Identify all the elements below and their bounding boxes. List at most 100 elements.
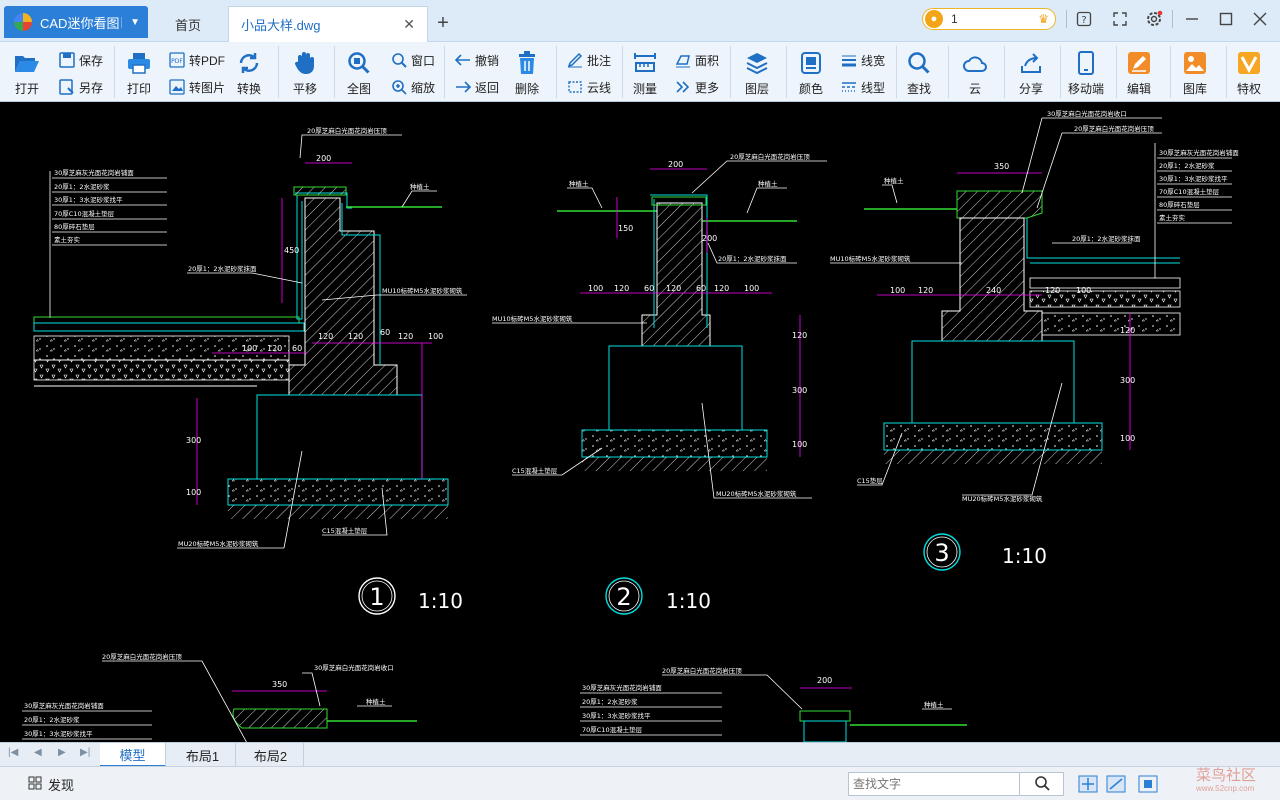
pan-button[interactable]: 平移 [292,50,318,97]
app-menu-tab[interactable]: CAD迷你看图 ▼ [4,6,148,38]
save-as-icon [58,78,76,96]
open-button[interactable]: 打开 [14,50,40,97]
dimension-label: 120 [1045,286,1060,295]
save-as-button[interactable]: 另存 [58,78,103,96]
tab-layout-1-label: 布局1 [185,748,220,764]
ortho-icon[interactable] [1104,773,1128,795]
delete-button[interactable]: 删除 [514,50,540,97]
annotation-label: 种植土 [924,700,944,709]
find-text-input[interactable] [848,772,1020,796]
line-width-button[interactable]: 线宽 [840,51,885,69]
tab-drawing[interactable]: 小品大样.dwg ✕ [228,6,428,42]
paving-label: 30厚芝麻灰光面花岗岩铺面 [54,168,134,177]
annotation-label: 30厚芝麻白光面花岗岩收口 [1047,109,1127,118]
detail-number: 2 [616,583,631,611]
line-type-button[interactable]: 线型 [840,78,885,96]
pdf-icon: PDF [168,51,186,69]
detail-4: 30厚芝麻灰光面花岗岩铺面 20厚1：2水泥砂浆 30厚1：3水泥砂浆找平 20… [22,652,417,742]
hand-icon [292,50,318,76]
dimension-label: 200 [668,160,683,169]
new-tab-button[interactable]: + [437,12,449,34]
dimension-label: 120 [1120,326,1135,335]
discover-button[interactable]: 发现 [28,775,74,794]
fullscreen-icon[interactable] [1104,6,1136,32]
chevron-down-icon[interactable]: ▼ [121,16,140,28]
dimension-label: 200 [817,676,832,685]
detail-marker-1: 1 1:10 [358,577,463,615]
zoom-button[interactable]: 缩放 [390,78,435,96]
privilege-label: 特权 [1236,82,1261,96]
drawing-canvas[interactable]: 30厚芝麻灰光面花岗岩铺面 20厚1：2水泥砂浆 30厚1：3水泥砂浆找平 70… [2,103,1278,742]
to-image-label: 转图片 [189,80,226,95]
last-page-icon[interactable]: ▶| [80,747,91,758]
cloud-button[interactable]: 云 [962,50,988,97]
double-chevron-icon [674,78,692,96]
discover-label: 发现 [48,778,75,793]
next-page-icon[interactable]: ▶ [58,747,66,758]
to-pdf-button[interactable]: PDF 转PDF [168,51,225,69]
dimension-label: 120 [666,284,681,293]
help-icon[interactable]: ? [1068,6,1100,32]
printer-icon [126,50,152,76]
window-zoom-button[interactable]: 窗口 [390,51,435,69]
tab-home[interactable]: 首页 [150,6,226,42]
more-button[interactable]: 更多 [674,78,719,96]
dimension-label: 300 [186,436,201,445]
undo-button[interactable]: 撤销 [454,51,499,69]
fit-all-button[interactable]: 全图 [346,50,372,97]
area-button[interactable]: 面积 [674,51,719,69]
annotation-label: C15混凝土垫层 [512,466,558,475]
dimension-label: 60 [696,284,706,293]
dimension-label: 60 [292,344,302,353]
ruler-icon [632,50,658,76]
mobile-button[interactable]: 移动端 [1068,50,1104,97]
user-account[interactable]: ● 1 ♛ [922,8,1056,30]
first-page-icon[interactable]: |◀ [8,747,19,758]
close-tab-icon[interactable]: ✕ [403,16,415,32]
viewport-icon[interactable] [1136,773,1160,795]
detail-number: 1 [369,583,384,611]
annotate-button[interactable]: 批注 [566,51,611,69]
window-zoom-label: 窗口 [411,53,436,68]
privilege-button[interactable]: 特权 [1236,50,1262,97]
svg-text:?: ? [1081,15,1086,26]
prev-page-icon[interactable]: ◀ [34,747,42,758]
tab-layout-2[interactable]: 布局2 [238,743,304,767]
print-label: 打印 [126,82,151,96]
cloud-line-icon [566,78,584,96]
annotation-label: 种植土 [884,176,904,185]
snap-icon[interactable] [1076,773,1100,795]
tab-layout-1[interactable]: 布局1 [170,743,236,767]
layers-icon [744,50,770,76]
to-pdf-label: 转PDF [189,53,226,68]
minimize-icon[interactable] [1176,6,1208,32]
measure-button[interactable]: 测量 [632,50,658,97]
find-label: 查找 [906,82,931,96]
find-text-button[interactable] [1020,772,1064,796]
app-logo-icon [14,13,32,31]
maximize-icon[interactable] [1210,6,1242,32]
paving-label: 30厚芝麻灰光面花岗岩铺面 [24,701,104,710]
layers-label: 图层 [744,82,769,96]
to-image-button[interactable]: 转图片 [168,78,225,96]
gallery-button[interactable]: 图库 [1182,50,1208,97]
dimension-label: 100 [744,284,759,293]
convert-button[interactable]: 转换 [236,50,262,97]
divider [1170,46,1171,98]
cloud-line-button[interactable]: 云线 [566,78,611,96]
find-button[interactable]: 查找 [906,50,932,97]
save-button[interactable]: 保存 [58,51,103,69]
close-window-icon[interactable] [1244,6,1276,32]
print-button[interactable]: 打印 [126,50,152,97]
paving-label: 30厚1：3水泥砂浆找平 [1159,174,1228,183]
edit-button[interactable]: 编辑 [1126,50,1152,97]
annotation-label: 20厚芝麻白光面花岗岩压顶 [662,666,742,675]
divider [334,46,335,98]
settings-gear-icon[interactable] [1138,6,1170,32]
back-button[interactable]: 返回 [454,78,499,96]
color-button[interactable]: 颜色 [798,50,824,97]
layers-button[interactable]: 图层 [744,50,770,97]
tab-model[interactable]: 模型 [100,743,166,767]
paving-label: 20厚1：2水泥砂浆 [24,715,80,724]
share-button[interactable]: 分享 [1018,50,1044,97]
